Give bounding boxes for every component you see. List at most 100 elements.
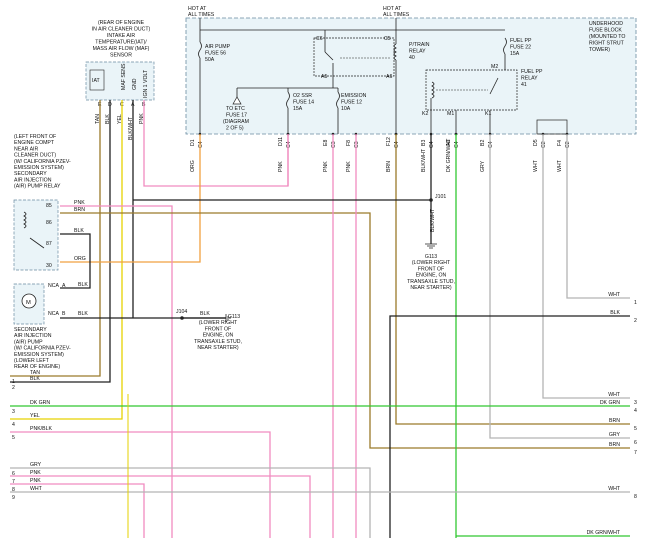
wire-blk-right [389,315,630,538]
fuse-block-wire-label: PNK [346,161,352,172]
maf-wire-blk: BLK [105,114,111,124]
left-connector-number: 3 [12,409,15,415]
gnd-label: GND [132,78,138,90]
j104-label: J104 [176,309,187,315]
pump-wire-a: BLK [78,282,88,288]
right-connector-wire: WHT [608,392,621,398]
motor-icon [21,293,37,309]
right-connector-wire: BRN [609,442,620,448]
j101-label: J101 [435,194,446,200]
fuse-block-conn-label: C4 [454,141,460,148]
left-connector-number: 6 [12,471,15,477]
fuse-block-wire-label: BRN [386,161,392,172]
wire-pnk-relay [60,205,173,538]
fuse-block-box [185,17,637,135]
fuse-block-pin-label: A1 [446,140,452,146]
iat-element [89,69,105,91]
left-connector-wire: PNK [30,478,41,484]
right-connector-wire: WHT [608,292,621,298]
wires [10,100,630,538]
right-connector-number: 6 [634,440,637,446]
right-connector-number: 5 [634,426,637,432]
fuse-block-pin-label: F4 [557,140,563,146]
fuel-pp-fuse-icon [503,37,507,55]
left-connector-number: 1 [12,379,15,385]
relay-coil-icon [23,211,27,229]
left-connector-wire: PNK [30,470,41,476]
fuse-block-wire-label: DK GRN/WHT [446,138,452,172]
fuel-pp-pin-k2: K2 [422,111,428,117]
fuse-block-conn-label: C4 [429,141,435,148]
fuse-block-pin-label: B3 [421,140,427,146]
air-pump-fuse-icon [198,41,202,59]
fuse-block-conn-label: C2 [541,141,547,148]
pump-pin-b-letter: B [62,311,66,317]
right-connector-number: 4 [634,408,637,414]
left-connector-number: 9 [12,495,15,501]
wire-gry-b2 [489,134,630,439]
fuse-block-pin-label: D1 [190,139,196,146]
right-connector-wire: WHT [608,486,621,492]
maf-wire-blkwht: BLK/WHT [128,116,134,140]
fuse-block-pin-label: F12 [386,137,392,146]
ptrain-switch-b [324,51,334,61]
ground-icon-left [225,314,231,322]
fuse-block-conn-label: C4 [286,141,292,148]
right-connector-wire: DK GRN [600,400,620,406]
j101-wire-label: BLK/WHT [430,208,436,232]
fuse-block-wire-label: PNK [323,161,329,172]
right-connector-number: 2 [634,318,637,324]
fuse-block-wire-label: PNK [278,161,284,172]
left-connector-wire: YEL [30,413,40,419]
wire-blk-maf [10,100,111,383]
fuse-block-wire-label: ORG [190,160,196,172]
maf-sensor-box [85,61,155,101]
motor-label: M [26,300,31,306]
right-connector-wire: GRY [609,432,621,438]
maf-sens-label: MAF SENS [121,63,127,90]
wire-tan [10,100,101,377]
emission-fuse-icon [336,91,340,109]
fuse-block-conn-label: C3 [331,141,337,148]
ptrain-pin-c5: C5 [384,36,391,42]
fuse-block-wire-label: BLK/WHT [421,148,427,172]
wire-wht-d5 [542,134,630,399]
wire-pnkblk [10,431,271,538]
right-connector-number: 3 [634,400,637,406]
wire-blk-relay [60,233,91,289]
j101-splice [429,198,433,202]
left-connector-wire: WHT [30,486,43,492]
fuse-block-conn-label: C4 [198,141,204,148]
d5-f4-loop [536,119,568,135]
fuel-pp-pin-m2: M2 [491,64,498,70]
left-connector-number: 5 [12,435,15,441]
ground-icon-right [425,243,437,249]
pump-pin-a-label: NCA [48,283,59,289]
fuse-block-pin-label: E8 [323,140,329,146]
ptrain-coil-icon [393,43,397,61]
relay-wire-brn: BRN [74,207,85,213]
maf-wire-yel: YEL [117,114,123,124]
right-connector-wire: BRN [609,418,620,424]
fuel-pp-relay [425,69,518,111]
left-connector-number: 4 [12,422,15,428]
maf-wire-pnk: PNK [139,113,145,124]
relay-pin-87: 87 [46,241,52,247]
iat-label: IAT [92,78,101,84]
